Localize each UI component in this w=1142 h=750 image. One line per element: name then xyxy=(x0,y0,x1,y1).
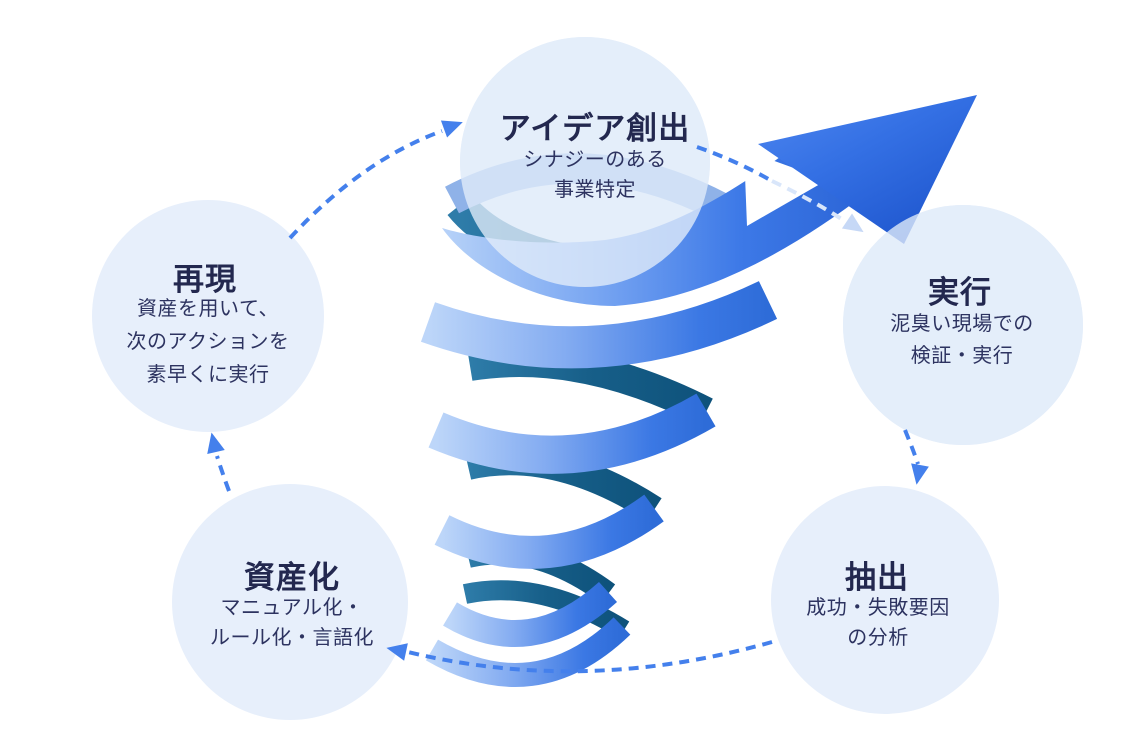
node-circle-extract xyxy=(771,486,999,714)
subtitle-line: 素早くに実行 xyxy=(146,364,270,386)
node-circle-assetize xyxy=(172,484,408,720)
arrowhead-icon xyxy=(386,643,408,661)
node-title-reproduce: 再現 xyxy=(173,262,237,297)
subtitle-line: 検証・実行 xyxy=(910,345,1014,367)
arrowhead-icon xyxy=(841,213,864,233)
spiral-arrowhead xyxy=(758,95,977,244)
node-subtitle-assetize: マニュアル化・ ルール化・言語化 xyxy=(210,593,374,653)
subtitle-line: ルール化・言語化 xyxy=(210,627,374,649)
flow-arrow-extract-to-assetize xyxy=(386,640,773,674)
subtitle-line: 成功・失敗要因 xyxy=(806,597,950,619)
subtitle-line: 事業特定 xyxy=(554,179,636,201)
node-subtitle-reproduce: 資産を用いて、 次のアクションを 素早くに実行 xyxy=(127,293,290,392)
node-title-execute: 実行 xyxy=(928,275,992,310)
node-subtitle-execute: 泥臭い現場での 検証・実行 xyxy=(890,308,1034,372)
arrowhead-icon xyxy=(911,463,929,485)
node-circle-execute-overlay xyxy=(843,205,1083,445)
subtitle-line: 泥臭い現場での xyxy=(890,313,1034,335)
arrowhead-icon xyxy=(440,120,463,138)
flow-arrow-reproduce-to-idea xyxy=(288,120,463,240)
subtitle-line: の分析 xyxy=(847,627,909,649)
node-circle-reproduce xyxy=(92,200,324,432)
subtitle-line: マニュアル化・ xyxy=(220,597,364,619)
subtitle-line: 次のアクションを xyxy=(126,331,290,353)
flow-arrow-idea-to-execute xyxy=(696,145,864,233)
node-circle-idea-overlay xyxy=(460,37,710,287)
node-title-idea: アイデア創出 xyxy=(499,111,691,146)
flow-arrow-execute-to-extract xyxy=(903,429,929,485)
node-subtitle-extract: 成功・失敗要因 の分析 xyxy=(806,593,950,653)
flow-arrow-assetize-to-reproduce xyxy=(207,432,231,492)
arrowhead-icon xyxy=(207,432,225,455)
subtitle-line: 資産を用いて、 xyxy=(137,298,279,320)
node-title-extract: 抽出 xyxy=(845,560,909,595)
node-subtitle-idea: シナジーのある 事業特定 xyxy=(523,145,667,205)
flow-arrows xyxy=(207,120,929,674)
node-title-assetize: 資産化 xyxy=(244,560,340,595)
subtitle-line: シナジーのある xyxy=(523,149,667,171)
